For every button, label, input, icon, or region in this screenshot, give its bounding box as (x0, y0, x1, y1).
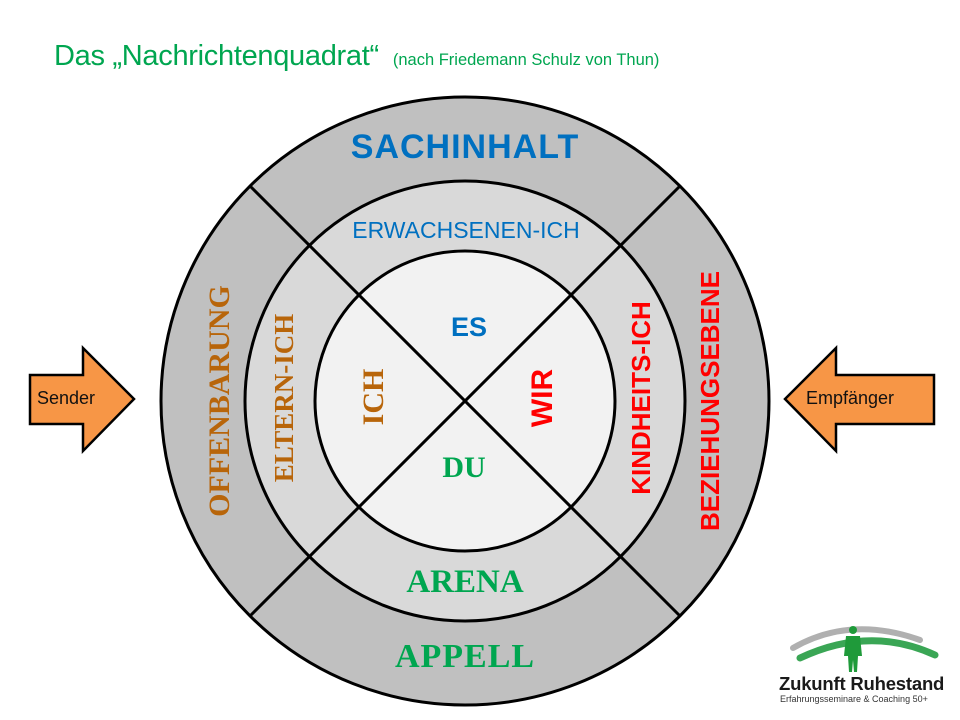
logo-tagline: Erfahrungsseminare & Coaching 50+ (780, 694, 928, 704)
label-erwachsenen-ich: ERWACHSENEN-ICH (352, 217, 579, 243)
label-es: ES (451, 312, 487, 342)
label-eltern-ich: ELTERN-ICH (269, 314, 299, 483)
page-title: Das „Nachrichtenquadrat“ (nach Friedemann… (54, 40, 659, 73)
sender-label: Sender (37, 388, 96, 408)
label-appell: APPELL (395, 638, 535, 675)
logo-graphic (790, 626, 939, 672)
label-offenbarung: OFFENBARUNG (203, 285, 236, 517)
label-wir: WIR (526, 369, 559, 428)
quadrant-dividers (248, 184, 682, 618)
sender-arrow (28, 344, 136, 455)
label-du: DU (442, 451, 485, 484)
logo-name: Zukunft Ruhestand (779, 673, 945, 694)
label-beziehungsebene: BEZIEHUNGSEBENE (695, 271, 725, 531)
label-kindheits-ich: KINDHEITS-ICH (626, 301, 656, 495)
person-icon (844, 626, 862, 672)
label-sachinhalt: SACHINHALT (351, 128, 579, 166)
logo: Zukunft Ruhestand Erfahrungsseminare & C… (770, 610, 950, 710)
title-subtitle: (nach Friedemann Schulz von Thun) (392, 51, 660, 69)
label-ich: ICH (357, 369, 390, 426)
receiver-arrow (783, 344, 936, 455)
title-main: Das „Nachrichtenquadrat“ (54, 40, 379, 72)
receiver-label: Empfänger (806, 388, 895, 408)
label-arena: ARENA (406, 564, 524, 600)
